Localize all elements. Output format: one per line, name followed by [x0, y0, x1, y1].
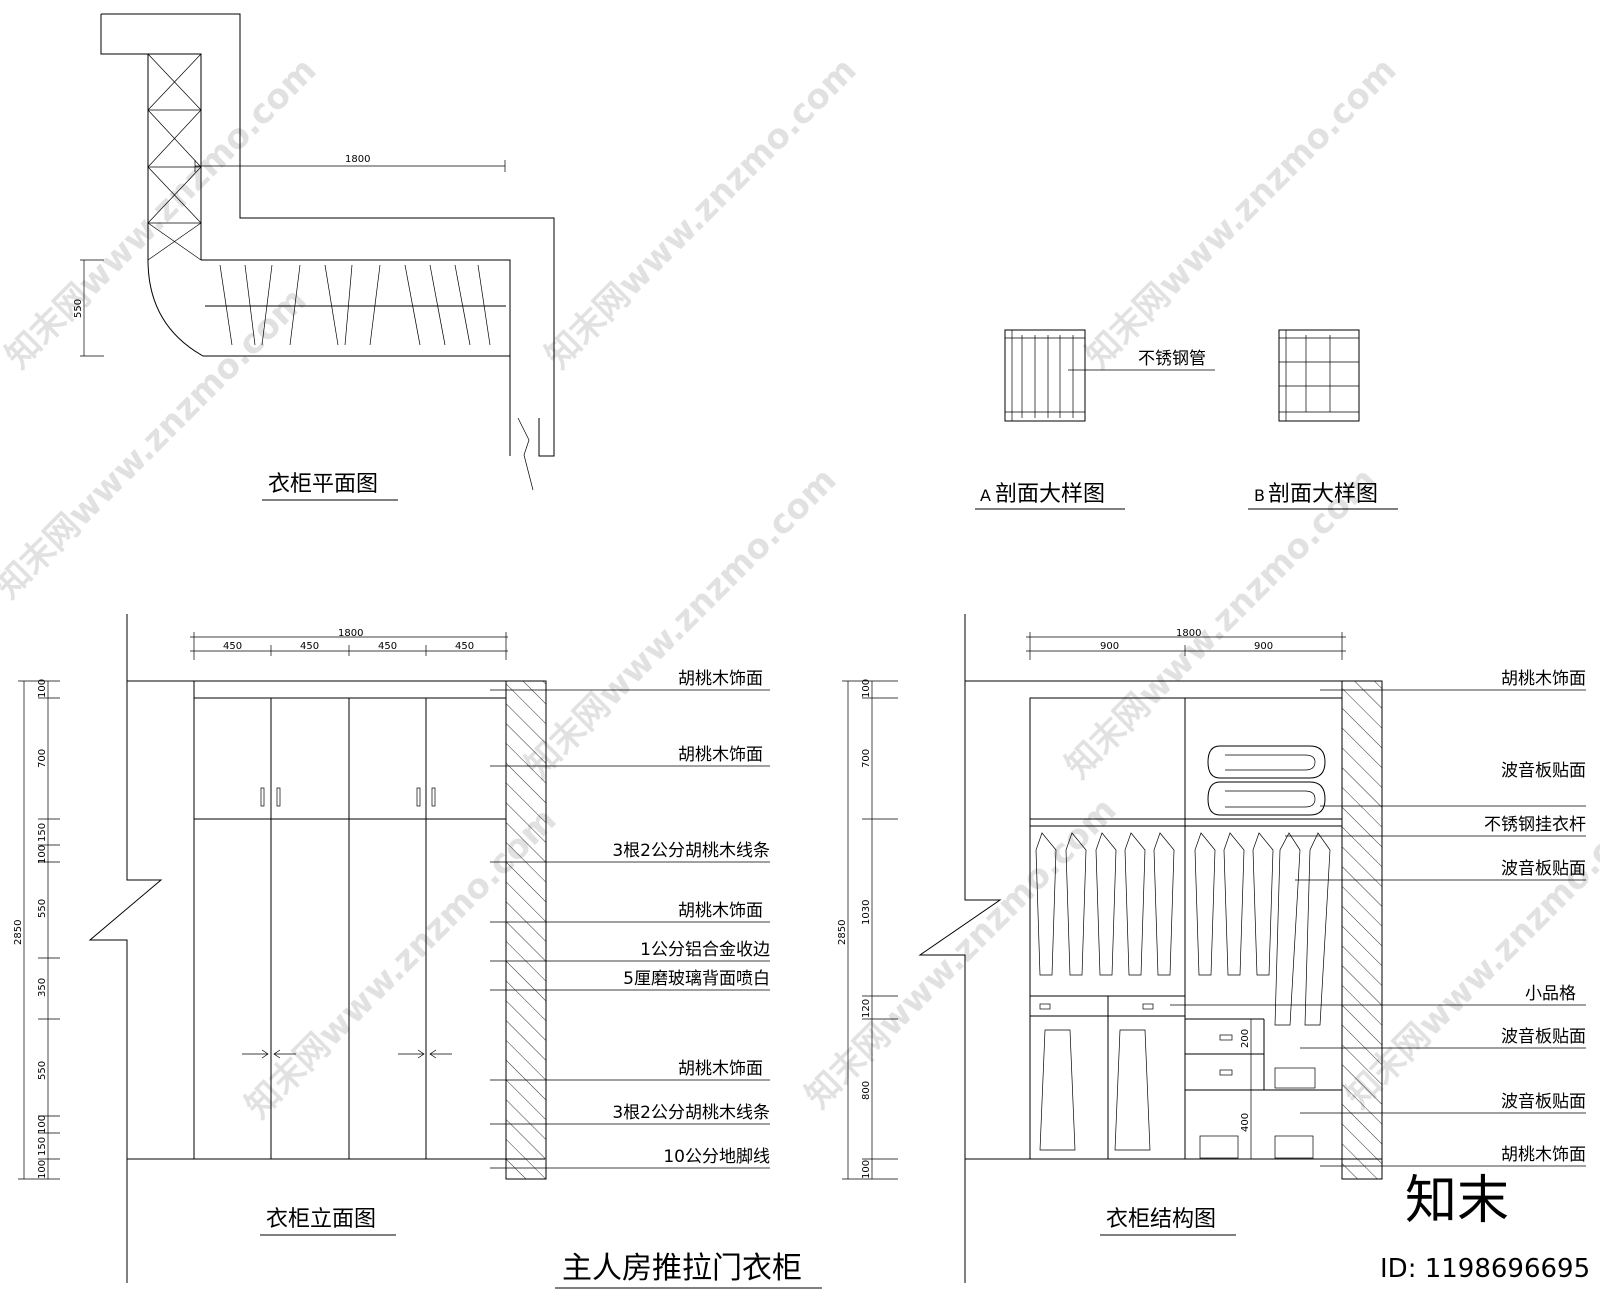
callout-label: 波音板贴面: [1501, 1027, 1586, 1047]
section-label: 不锈钢管: [1138, 349, 1206, 369]
structure-height-dim: 1030: [861, 900, 872, 925]
elevation-height-dim: 350: [37, 978, 48, 997]
callout-label: 胡桃木饰面: [1501, 669, 1586, 689]
structure-callouts: 胡桃木饰面 波音板贴面 不锈钢挂衣杆 波音板贴面 小品格 波音板贴面 波音板贴面…: [1170, 669, 1586, 1167]
callout-label: 波音板贴面: [1501, 1092, 1586, 1112]
main-title: 主人房推拉门衣柜: [562, 1251, 802, 1286]
callout-label: 波音板贴面: [1501, 859, 1586, 879]
elevation-height-dim: 150: [37, 1137, 48, 1156]
watermark-text: 知末网www.znzmo.com: [798, 790, 1124, 1116]
elevation-height-dim: 100: [37, 1160, 48, 1179]
elevation-caption: 衣柜立面图: [266, 1207, 376, 1232]
plan-view: 1800 550 衣柜平面图: [73, 13, 555, 501]
structure-height-dim: 120: [861, 999, 872, 1018]
plan-column-hatch: [147, 53, 202, 261]
callout-label: 胡桃木饰面: [678, 1059, 763, 1079]
section-a-caption: 剖面大样图: [995, 482, 1105, 507]
structure-wall-hatch: [1341, 680, 1383, 1180]
elevation-segment-width: 450: [378, 641, 397, 652]
structure-inner-dim: 400: [1240, 1113, 1251, 1132]
plan-hangers: [219, 264, 491, 346]
elevation-segment-width: 450: [455, 641, 474, 652]
section-a: 不锈钢管 A 剖面大样图: [975, 329, 1215, 510]
elevation-height-dim: 550: [37, 1061, 48, 1080]
plan-width-dim: 1800: [345, 154, 370, 165]
elevation-view: 1800 450 450 450 450 2850 100 700 150 10…: [13, 614, 770, 1283]
structure-height-dim: 700: [861, 749, 872, 768]
callout-label: 胡桃木饰面: [1501, 1145, 1586, 1165]
elevation-height-dim: 550: [37, 899, 48, 918]
elevation-wall-hatch: [505, 680, 547, 1180]
elevation-height-dim: 700: [37, 749, 48, 768]
callout-label: 小品格: [1525, 984, 1576, 1004]
elevation-total-width: 1800: [338, 628, 363, 639]
structure-total-height: 2850: [837, 920, 848, 945]
elevation-segment-width: 450: [223, 641, 242, 652]
callout-label: 5厘磨玻璃背面喷白: [623, 969, 770, 989]
callout-label: 10公分地脚线: [663, 1147, 770, 1167]
elevation-total-height: 2850: [13, 920, 24, 945]
watermark-text: 知末网www.znzmo.com: [1078, 50, 1404, 376]
elevation-callouts: 胡桃木饰面 胡桃木饰面 3根2公分胡桃木线条 胡桃木饰面 1公分铝合金收边 5厘…: [490, 669, 770, 1169]
structure-view: 1800 900 900 2850 100 700 1030 120 800 1…: [837, 614, 1586, 1283]
section-b-caption: 剖面大样图: [1268, 482, 1378, 507]
callout-label: 胡桃木饰面: [678, 901, 763, 921]
znzmo-logo: 知末: [1405, 1171, 1509, 1231]
plan-caption: 衣柜平面图: [268, 472, 378, 497]
section-b: B 剖面大样图: [1248, 329, 1398, 510]
callout-label: 胡桃木饰面: [678, 745, 763, 765]
elevation-height-dim: 150: [37, 823, 48, 842]
structure-height-dim: 100: [861, 679, 872, 698]
callout-label: 3根2公分胡桃木线条: [612, 841, 770, 861]
structure-segment-width: 900: [1254, 641, 1273, 652]
callout-label: 1公分铝合金收边: [640, 940, 770, 960]
plan-depth-dim: 550: [73, 299, 84, 318]
structure-caption: 衣柜结构图: [1106, 1207, 1216, 1232]
elevation-height-dim: 100: [37, 679, 48, 698]
callout-label: 3根2公分胡桃木线条: [612, 1103, 770, 1123]
callout-label: 胡桃木饰面: [678, 669, 763, 689]
section-b-prefix: B: [1254, 486, 1265, 505]
watermark-text: 知末网www.znzmo.com: [538, 50, 864, 376]
elevation-segment-width: 450: [300, 641, 319, 652]
callout-label: 波音板贴面: [1501, 761, 1586, 781]
structure-inner-dim: 200: [1240, 1029, 1251, 1048]
watermark-text: 知末网www.znzmo.com: [518, 460, 844, 786]
image-id: ID: 1198696695: [1380, 1254, 1590, 1284]
section-a-prefix: A: [980, 486, 991, 505]
hanging-clothes: [1035, 832, 1331, 1151]
structure-height-dim: 800: [861, 1081, 872, 1100]
elevation-height-dim: 100: [37, 1115, 48, 1134]
elevation-height-dim: 100: [37, 845, 48, 864]
folded-towels: [1207, 745, 1326, 816]
structure-total-width: 1800: [1176, 628, 1201, 639]
structure-height-dim: 100: [861, 1160, 872, 1179]
callout-label: 不锈钢挂衣杆: [1484, 815, 1586, 835]
structure-segment-width: 900: [1100, 641, 1119, 652]
